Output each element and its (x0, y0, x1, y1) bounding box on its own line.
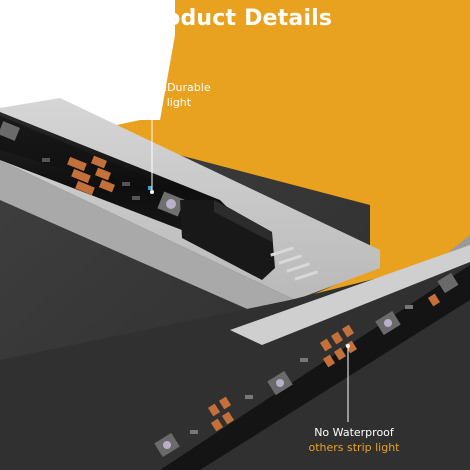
no-waterproof-callout-line1: No Waterproof (314, 426, 394, 439)
no-waterproof-callout-line2: others strip light (308, 441, 400, 454)
waterproof-callout: Waterproof&Durable our strip light (88, 80, 220, 110)
callout-bottom-dot (346, 344, 350, 348)
ledge-edge (0, 160, 295, 330)
non-waterproof-strip (154, 265, 470, 470)
callout-top-dot (150, 190, 154, 194)
waterproof-callout-line2: our strip light (116, 96, 192, 109)
page-title: Product Details (137, 6, 333, 31)
waterproof-callout-line1: Waterproof&Durable (97, 81, 211, 94)
no-waterproof-callout: No Waterproof others strip light (288, 425, 420, 455)
lower-ledge-top (230, 245, 470, 345)
waterproof-strip (0, 112, 319, 281)
